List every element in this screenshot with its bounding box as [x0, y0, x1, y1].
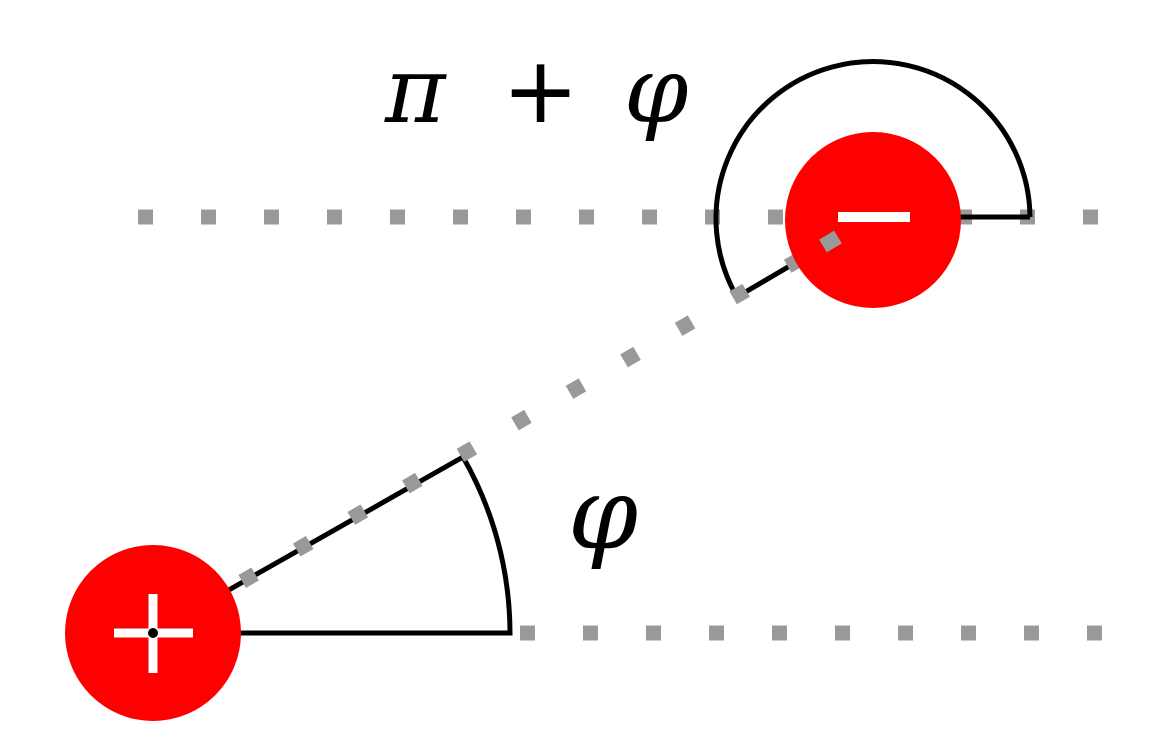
label-phi-small: φ: [568, 455, 638, 572]
label-phi-large: φ: [624, 37, 689, 144]
dipole-axis-inside-negative: [819, 230, 842, 253]
positive-charge: [65, 545, 241, 721]
angle-phi-wedge: [151, 453, 513, 636]
label-plus: +: [502, 37, 579, 144]
angle-pi-plus-phi-wedge: [713, 59, 1033, 301]
label-pi: π: [384, 37, 447, 144]
positive-charge-center-dot: [148, 628, 158, 638]
negative-charge: [785, 132, 961, 308]
